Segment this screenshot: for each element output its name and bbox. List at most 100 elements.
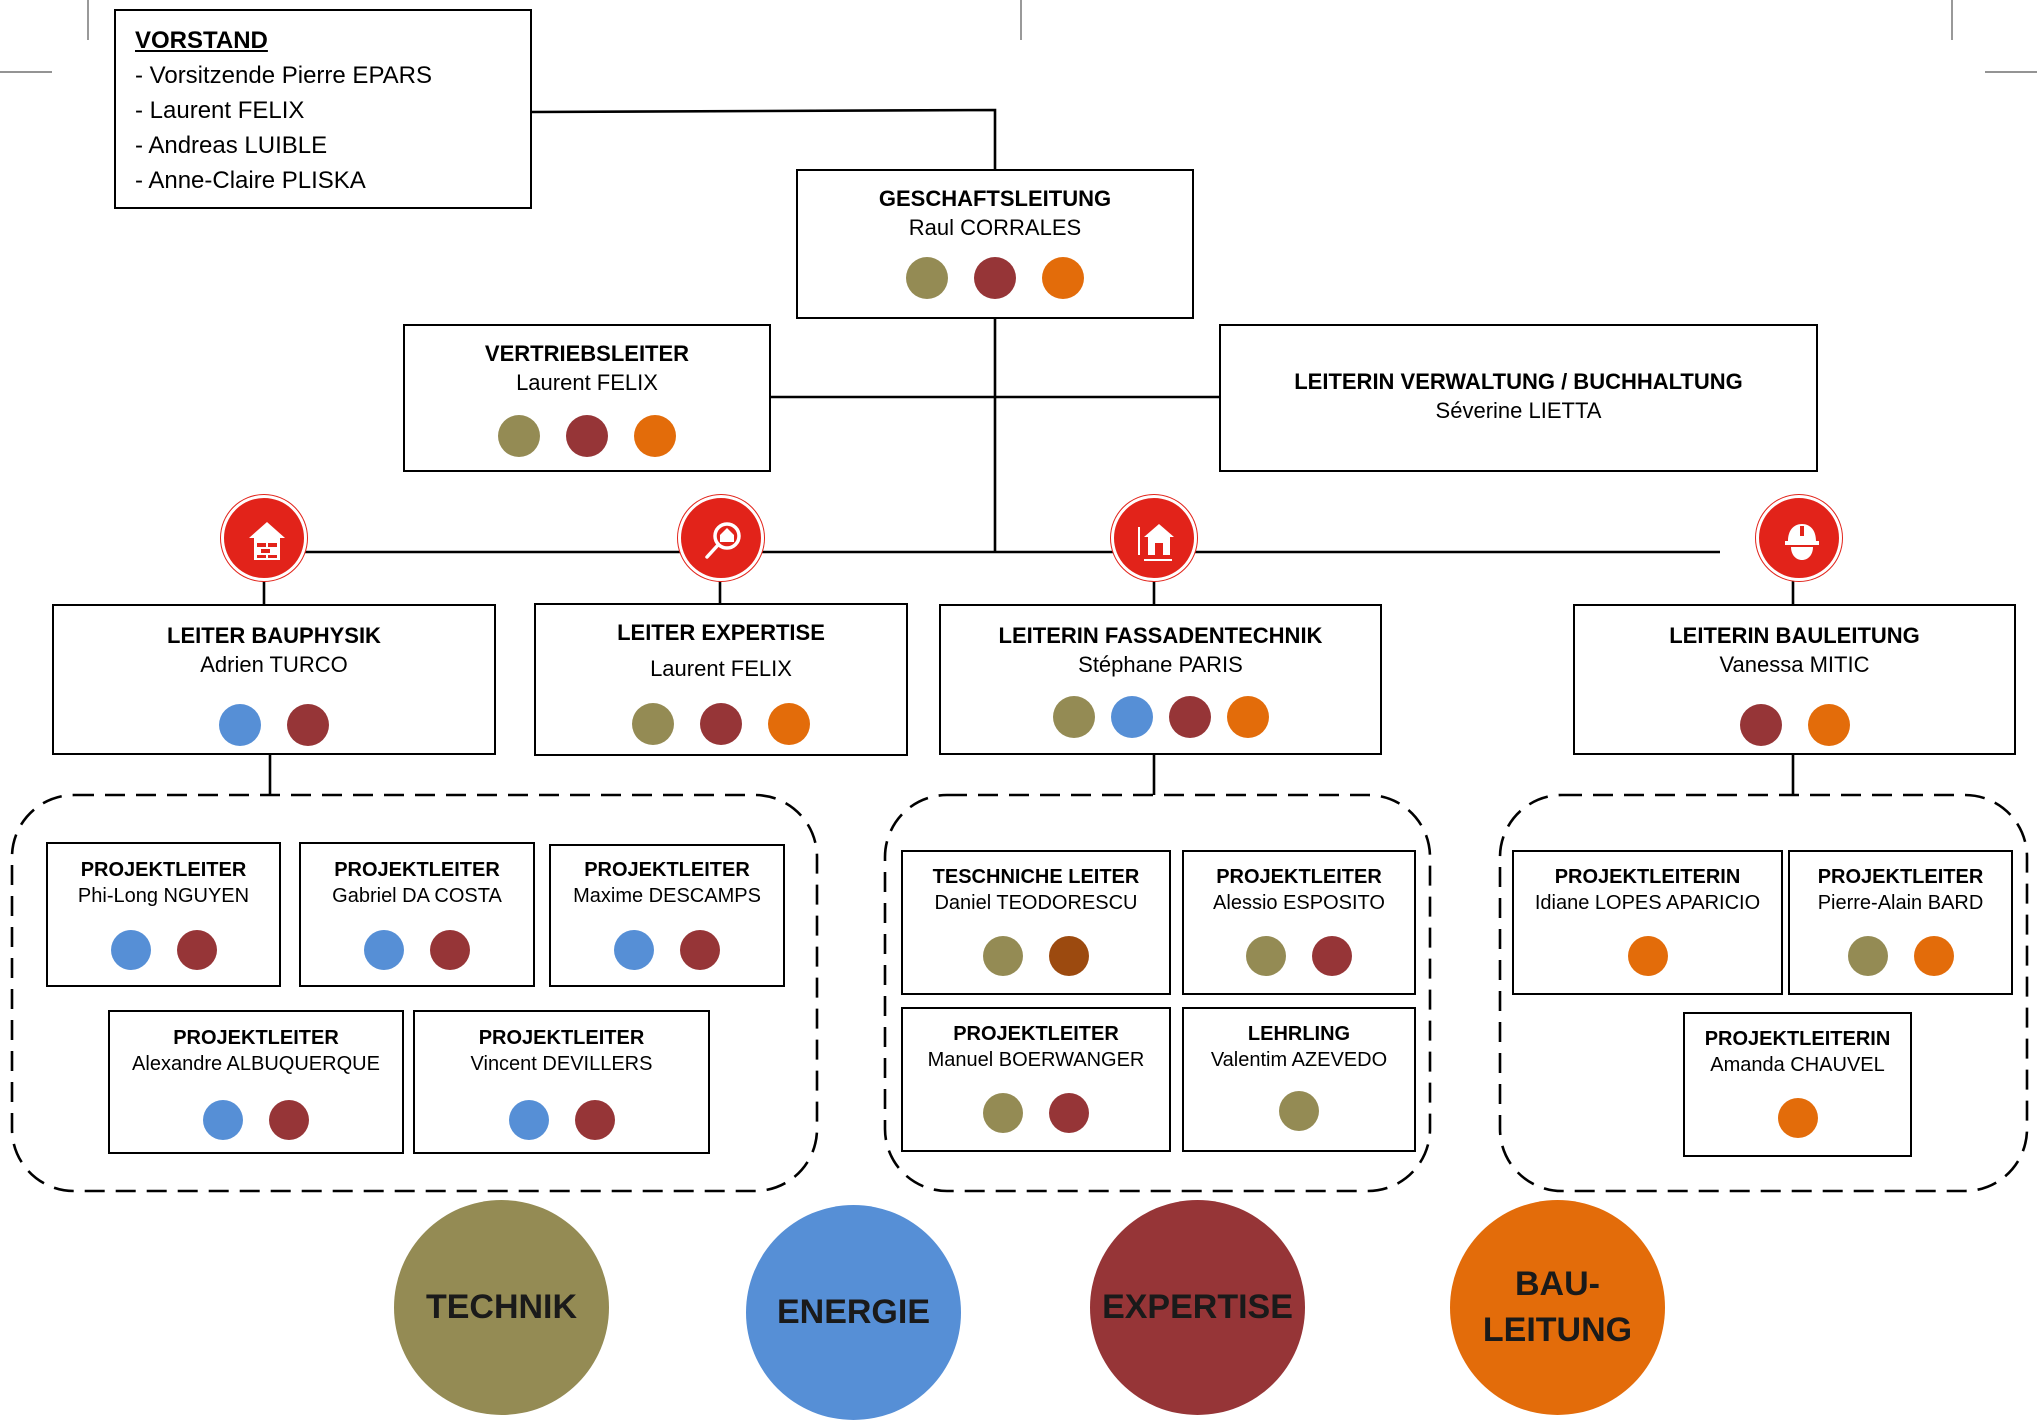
competence-dots — [1575, 704, 2014, 746]
competence-dots — [1514, 936, 1781, 976]
person-name: Stéphane PARIS — [1078, 651, 1243, 677]
legend-label: EXPERTISE — [1102, 1287, 1293, 1326]
competence-dot-expertise — [1049, 1093, 1089, 1133]
person-name: Valentim AZEVEDO — [1210, 1049, 1388, 1071]
competence-dots — [903, 1093, 1169, 1133]
competence-dot-expertise — [566, 415, 608, 457]
competence-dots — [536, 703, 906, 745]
role-title: PROJEKTLEITER — [1216, 866, 1382, 888]
role-title: LEITER EXPERTISE — [617, 620, 825, 645]
hardhat-worker-icon — [1756, 495, 1842, 581]
competence-dot-energie — [1110, 696, 1153, 738]
competence-dot-expertise — [269, 1100, 309, 1140]
vorstand-member: - Laurent FELIX — [135, 97, 305, 124]
role-title: LEITERIN VERWALTUNG / BUCHHALTUNG — [1294, 369, 1743, 394]
person-name: Pierre-Alain BARD — [1817, 892, 1984, 914]
team-member-box: PROJEKTLEITER Maxime DESCAMPS — [549, 844, 785, 987]
house-measure-icon — [1111, 495, 1197, 581]
role-title: PROJEKTLEITER — [584, 859, 750, 881]
competence-dots — [54, 704, 494, 746]
role-title: VERTRIEBSLEITER — [484, 341, 690, 366]
competence-dots — [551, 930, 783, 970]
role-title: GESCHAFTSLEITUNG — [878, 186, 1112, 211]
legend-bauleitung: BAU- LEITUNG — [1450, 1200, 1665, 1415]
verwaltung-box: LEITERIN VERWALTUNG / BUCHHALTUNG Séveri… — [1219, 324, 1818, 472]
person-name: Amanda CHAUVEL — [1710, 1054, 1885, 1076]
person-name: Adrien TURCO — [200, 651, 348, 677]
competence-dot-technik — [983, 1093, 1023, 1133]
competence-dots — [1685, 1098, 1910, 1138]
lead-bauleitung-box: LEITERIN BAULEITUNG Vanessa MITIC — [1573, 604, 2016, 755]
person-name: Raul CORRALES — [908, 214, 1082, 240]
team-member-box: PROJEKTLEITER Gabriel DA COSTA — [299, 842, 535, 987]
competence-dot-energie — [364, 930, 404, 970]
competence-dot-energie — [110, 930, 151, 970]
vorstand-member: - Anne-Claire PLISKA — [135, 167, 366, 194]
role-title: LEHRLING — [1247, 1023, 1351, 1045]
person-name: Alexandre ALBUQUERQUE — [132, 1053, 380, 1075]
competence-dot-expertise — [430, 930, 470, 970]
competence-dot-technik — [906, 257, 948, 299]
role-title: PROJEKTLEITER — [173, 1027, 339, 1049]
team-member-box: TESCHNICHE LEITER Daniel TEODORESCU — [901, 850, 1171, 995]
competence-dot-technik — [1052, 696, 1095, 738]
house-brick-icon — [221, 495, 307, 581]
competence-dots — [1790, 936, 2011, 976]
competence-dots — [48, 930, 279, 970]
competence-dot-technik — [983, 936, 1023, 976]
competence-dot-energie — [219, 704, 261, 746]
team-member-box: PROJEKTLEITER Alexandre ALBUQUERQUE — [108, 1010, 404, 1154]
role-title: TESCHNICHE LEITER — [932, 866, 1140, 888]
role-title: PROJEKTLEITER — [478, 1027, 645, 1049]
vorstand-member: - Vorsitzende Pierre EPARS — [135, 62, 433, 89]
competence-dot-expertise — [680, 930, 720, 970]
vorstand-title: VORSTAND — [135, 27, 268, 54]
competence-dot-energie — [614, 930, 654, 970]
competence-dots — [110, 1100, 402, 1140]
competence-dot-technik — [1279, 1091, 1319, 1131]
person-name: Idiane LOPES APARICIO — [1534, 892, 1761, 914]
competence-dots — [415, 1100, 708, 1140]
team-member-box: PROJEKTLEITER Phi-Long NGUYEN — [46, 842, 281, 987]
role-title: LEITER BAUPHYSIK — [167, 623, 381, 648]
team-member-box: PROJEKTLEITER Vincent DEVILLERS — [413, 1010, 710, 1154]
competence-dots — [301, 930, 533, 970]
person-name: Maxime DESCAMPS — [573, 885, 761, 907]
competence-dot-expertise — [974, 257, 1016, 299]
competence-dot-expertise — [176, 930, 217, 970]
competence-dot-bauleitung — [634, 415, 676, 457]
competence-dot-extra — [1049, 936, 1089, 976]
competence-dot-bauleitung — [1042, 257, 1084, 299]
role-title: PROJEKTLEITER — [953, 1023, 1119, 1045]
team-member-box: PROJEKTLEITERIN Amanda CHAUVEL — [1683, 1012, 1912, 1157]
competence-dots — [798, 257, 1192, 299]
person-name: Gabriel DA COSTA — [332, 885, 502, 907]
competence-dot-bauleitung — [1913, 936, 1954, 976]
legend-energie: ENERGIE — [746, 1205, 961, 1420]
person-name: Laurent FELIX — [650, 655, 792, 681]
person-name: Manuel BOERWANGER — [927, 1049, 1145, 1071]
competence-dot-bauleitung — [768, 703, 810, 745]
competence-dot-expertise — [700, 703, 742, 745]
vertrieb-box: VERTRIEBSLEITER Laurent FELIX — [403, 324, 771, 472]
competence-dots — [903, 936, 1169, 976]
competence-dot-expertise — [287, 704, 329, 746]
team-member-box: PROJEKTLEITER Pierre-Alain BARD — [1788, 850, 2013, 995]
competence-dot-energie — [508, 1100, 549, 1140]
lead-expertise-box: LEITER EXPERTISE Laurent FELIX — [534, 603, 908, 756]
competence-dot-technik — [632, 703, 674, 745]
lead-bauphysik-box: LEITER BAUPHYSIK Adrien TURCO — [52, 604, 496, 755]
legend-expertise: EXPERTISE — [1090, 1200, 1305, 1415]
competence-dot-expertise — [1312, 936, 1352, 976]
legend-technik: TECHNIK — [394, 1200, 609, 1415]
role-title: PROJEKTLEITERIN — [1554, 866, 1741, 888]
vorstand-box: VORSTAND - Vorsitzende Pierre EPARS - La… — [114, 9, 532, 209]
legend-label: TECHNIK — [425, 1287, 578, 1326]
competence-dot-bauleitung — [1627, 936, 1668, 976]
competence-dot-bauleitung — [1807, 704, 1850, 746]
vorstand-member: - Andreas LUIBLE — [135, 132, 328, 159]
competence-dot-bauleitung — [1226, 696, 1269, 738]
role-title: PROJEKTLEITERIN — [1704, 1028, 1891, 1050]
competence-dot-technik — [1847, 936, 1888, 976]
person-name: Alessio ESPOSITO — [1213, 892, 1385, 914]
